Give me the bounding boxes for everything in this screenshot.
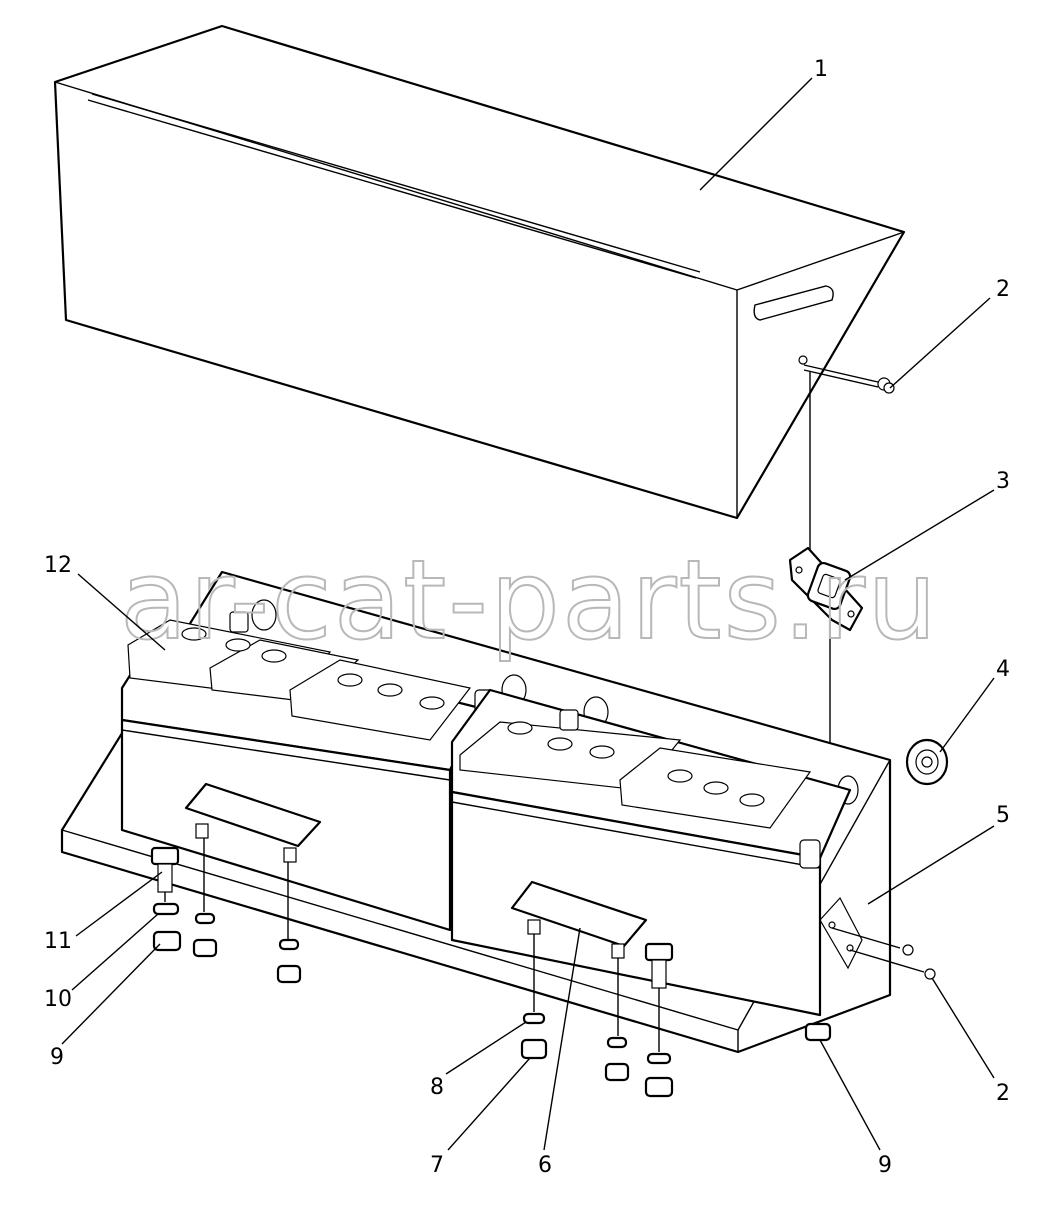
battery-cover [53,24,906,520]
callout-10: 10 [44,987,72,1012]
hold-down-clamp-right [510,880,648,1036]
callout-labels: 1 2 3 4 5 12 11 10 9 8 7 6 9 2 [44,57,1010,1178]
callout-2-upper: 2 [996,277,1010,302]
callout-6: 6 [538,1153,552,1178]
callout-7: 7 [430,1153,444,1178]
grommet [905,738,949,786]
bolt-left [150,846,180,902]
callout-9-left: 9 [50,1045,64,1070]
callout-5: 5 [996,803,1010,828]
latch-clasp [788,546,864,900]
washers-and-nuts [152,902,832,1098]
battery-right [450,688,852,1017]
callout-12: 12 [44,553,72,578]
callout-3: 3 [996,469,1010,494]
callout-11: 11 [44,929,72,954]
watermark-text: ar-cat-parts.ru [120,536,939,664]
cover-handle [753,285,834,321]
hold-down-clamp-left [184,782,322,940]
callout-8: 8 [430,1075,444,1100]
lower-screws [831,927,936,980]
leader-lines [61,77,995,1151]
callout-4: 4 [996,657,1010,682]
upper-screw [798,355,895,555]
callout-9-right: 9 [878,1153,892,1178]
callout-2-lower: 2 [996,1081,1010,1106]
callout-1: 1 [814,57,828,82]
bolt-right [644,942,674,1052]
